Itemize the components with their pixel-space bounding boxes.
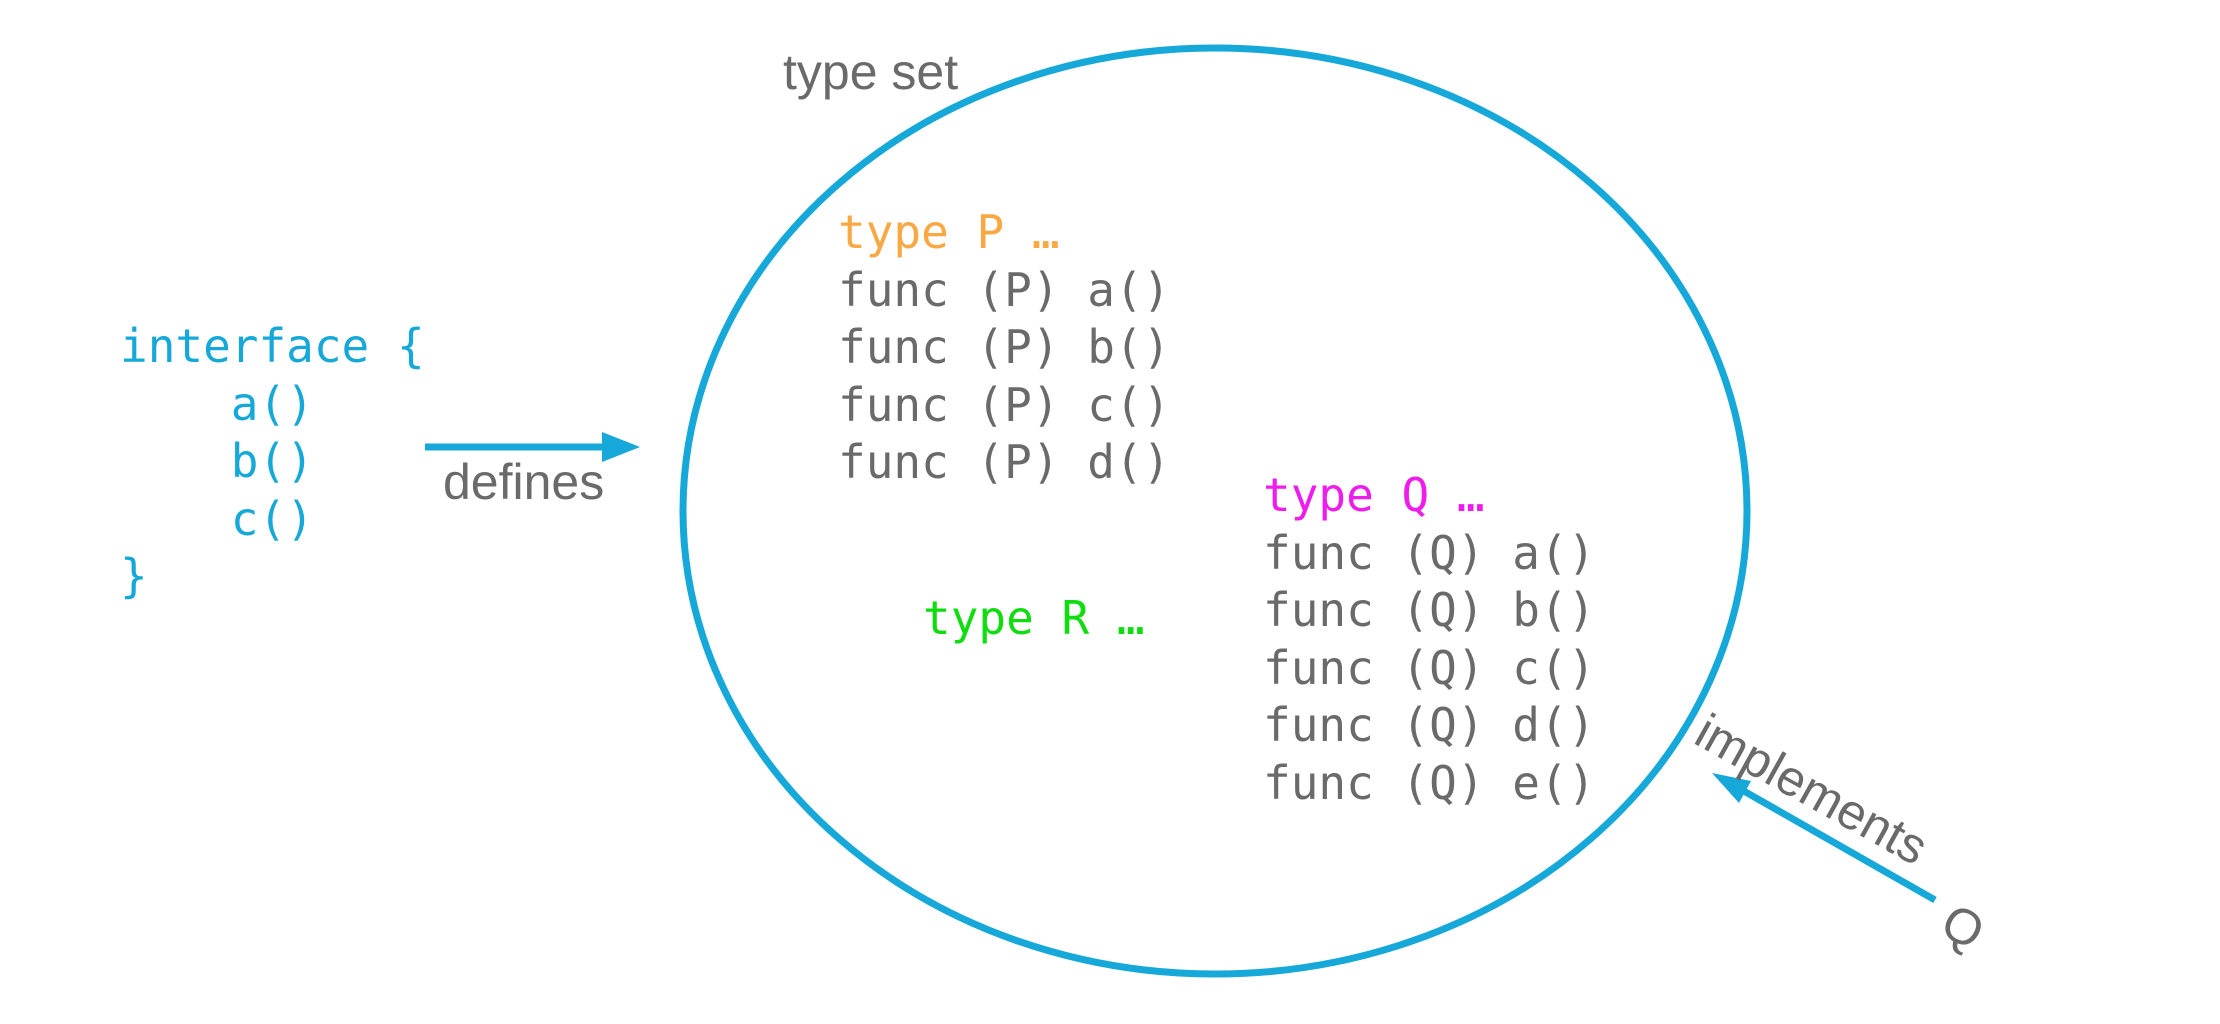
type-p-block: type P … func (P) a() func (P) b() func … bbox=[838, 204, 1170, 492]
interface-code-block: interface { a() b() c() } bbox=[120, 319, 425, 604]
implements-target-label: Q bbox=[1932, 892, 1994, 961]
defines-label: defines bbox=[443, 454, 605, 510]
type-q-header: type Q … bbox=[1263, 468, 1485, 522]
implements-label: implements bbox=[1686, 702, 1938, 876]
type-r-header: type R … bbox=[923, 591, 1145, 645]
type-p-methods: func (P) a() func (P) b() func (P) c() f… bbox=[838, 262, 1171, 490]
defines-arrowhead bbox=[602, 432, 640, 462]
type-q-methods: func (Q) a() func (Q) b() func (Q) c() f… bbox=[1263, 525, 1596, 810]
type-set-label: type set bbox=[783, 44, 959, 100]
type-q-block: type Q … func (Q) a() func (Q) b() func … bbox=[1263, 467, 1595, 813]
type-r-block: type R … bbox=[923, 590, 1145, 648]
type-p-header: type P … bbox=[838, 205, 1060, 259]
